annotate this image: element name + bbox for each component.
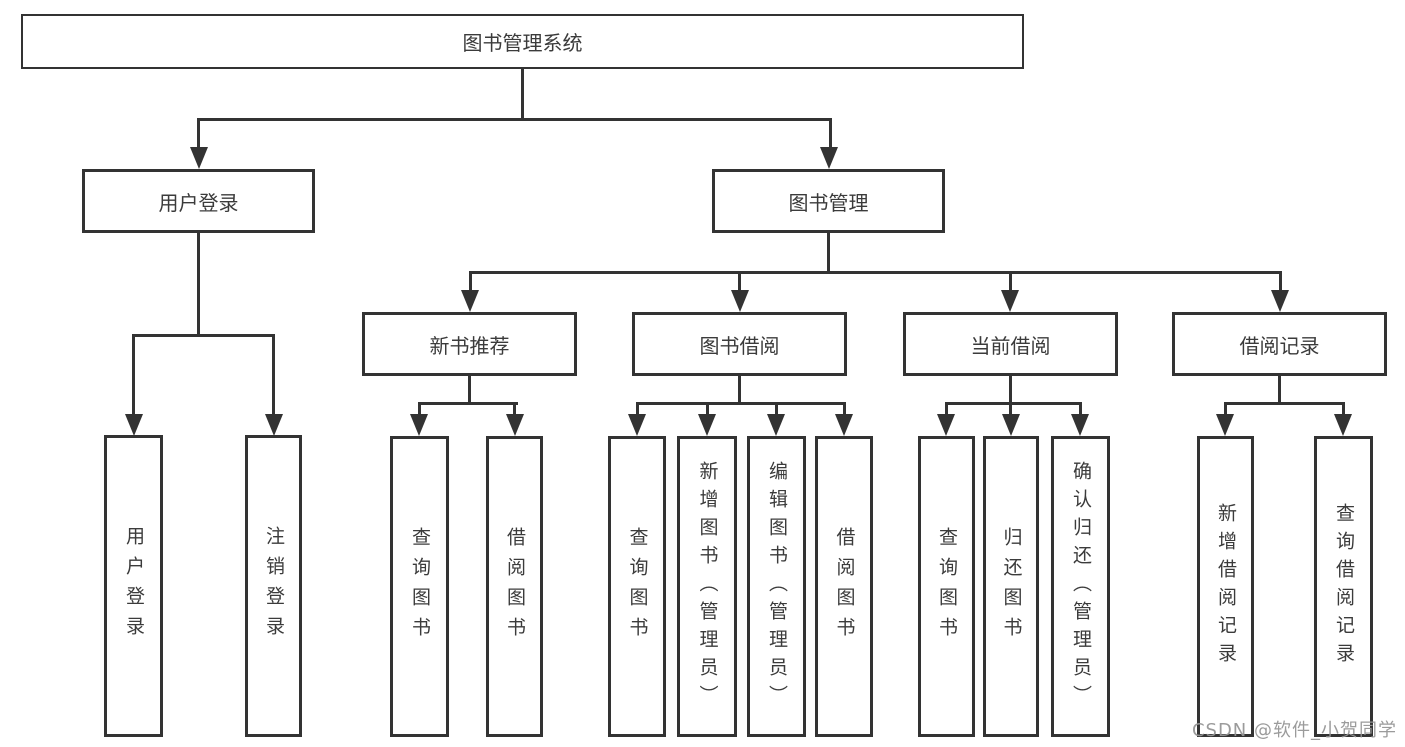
arrowhead-down-icon (767, 414, 785, 436)
connector-line (1009, 271, 1012, 293)
leaf-label: 新增图书（管理员） (696, 460, 719, 713)
connector-line (418, 402, 421, 418)
connector-line (132, 334, 135, 418)
leaf-label: 确认归还（管理员） (1070, 460, 1092, 713)
node-label: 图书借阅 (699, 333, 780, 358)
leaf-label: 查询图书 (409, 526, 431, 647)
node-label: 用户登录 (158, 190, 239, 215)
connector-line (775, 402, 778, 418)
connector-line (1009, 402, 1012, 418)
arrowhead-down-icon (1271, 290, 1289, 312)
arrowhead-down-icon (698, 414, 716, 436)
arrowhead-down-icon (1002, 414, 1020, 436)
connector-line (272, 334, 275, 418)
connector-line (197, 118, 832, 121)
arrowhead-down-icon (1334, 414, 1352, 436)
arrowhead-down-icon (461, 290, 479, 312)
connector-line (827, 232, 830, 274)
leaf-logout: 注销登录 (245, 435, 302, 737)
node-label: 图书管理 (788, 190, 869, 215)
connector-line (1224, 402, 1227, 418)
arrowhead-down-icon (1216, 414, 1234, 436)
node-label: 当前借阅 (970, 333, 1051, 358)
leaf-query-books-current: 查询图书 (918, 436, 975, 737)
connector-line (843, 402, 846, 418)
connector-line (636, 402, 846, 405)
arrowhead-down-icon (1071, 414, 1089, 436)
leaf-label: 用户登录 (123, 526, 145, 646)
leaf-label: 查询图书 (936, 526, 958, 647)
arrowhead-down-icon (190, 147, 208, 169)
connector-line (945, 402, 948, 418)
node-borrow-records: 借阅记录 (1172, 312, 1387, 376)
arrowhead-down-icon (835, 414, 853, 436)
node-book-management: 图书管理 (712, 169, 945, 233)
leaf-label: 编辑图书（管理员） (766, 460, 788, 713)
connector-line (1079, 402, 1082, 418)
connector-line (706, 402, 709, 418)
leaf-label: 归还图书 (1000, 526, 1023, 647)
leaf-label: 查询借阅记录 (1333, 502, 1355, 671)
arrowhead-down-icon (937, 414, 955, 436)
leaf-add-borrow-record: 新增借阅记录 (1197, 436, 1254, 737)
leaf-query-borrow-record: 查询借阅记录 (1314, 436, 1373, 737)
arrowhead-down-icon (731, 290, 749, 312)
node-label: 图书管理系统 (462, 31, 583, 55)
leaf-label: 注销登录 (263, 526, 285, 646)
connector-line (1279, 271, 1282, 293)
node-book-borrow: 图书借阅 (632, 312, 847, 376)
arrowhead-down-icon (506, 414, 524, 436)
connector-line (513, 402, 516, 418)
leaf-user-login: 用户登录 (104, 435, 163, 737)
arrowhead-down-icon (628, 414, 646, 436)
leaf-edit-book-admin: 编辑图书（管理员） (747, 436, 806, 737)
leaf-return-books: 归还图书 (983, 436, 1039, 737)
connector-line (738, 271, 741, 293)
node-library-system: 图书管理系统 (21, 14, 1024, 69)
leaf-query-books-borrow: 查询图书 (608, 436, 666, 737)
connector-line (469, 271, 472, 293)
leaf-query-books-recommend: 查询图书 (390, 436, 449, 737)
connector-line (468, 376, 471, 404)
connector-line (636, 402, 639, 418)
node-label: 借阅记录 (1239, 333, 1320, 358)
watermark: CSDN @软件_小贺同学 (1191, 720, 1397, 741)
arrowhead-down-icon (1001, 290, 1019, 312)
connector-line (418, 402, 518, 405)
leaf-borrow-books-recommend: 借阅图书 (486, 436, 543, 737)
leaf-add-book-admin: 新增图书（管理员） (677, 436, 737, 737)
connector-line (1009, 376, 1012, 404)
leaf-label: 借阅图书 (504, 526, 526, 647)
connector-line (469, 271, 1282, 274)
leaf-label: 借阅图书 (833, 526, 856, 647)
arrowhead-down-icon (410, 414, 428, 436)
connector-line (197, 118, 200, 150)
leaf-label: 新增借阅记录 (1215, 502, 1237, 671)
node-label: 新书推荐 (429, 333, 510, 358)
node-user-login: 用户登录 (82, 169, 315, 233)
connector-line (197, 232, 200, 336)
arrowhead-down-icon (820, 147, 838, 169)
connector-line (132, 334, 275, 337)
node-current-borrow: 当前借阅 (903, 312, 1118, 376)
connector-line (1224, 402, 1345, 405)
leaf-borrow-books: 借阅图书 (815, 436, 873, 737)
connector-line (1278, 376, 1281, 404)
connector-line (945, 402, 1082, 405)
leaf-label: 查询图书 (626, 526, 649, 647)
arrowhead-down-icon (265, 414, 283, 436)
connector-line (521, 68, 524, 118)
arrowhead-down-icon (125, 414, 143, 436)
connector-line (738, 376, 741, 404)
leaf-confirm-return-admin: 确认归还（管理员） (1051, 436, 1110, 737)
connector-line (829, 118, 832, 150)
node-new-book-recommend: 新书推荐 (362, 312, 577, 376)
connector-line (1342, 402, 1345, 418)
